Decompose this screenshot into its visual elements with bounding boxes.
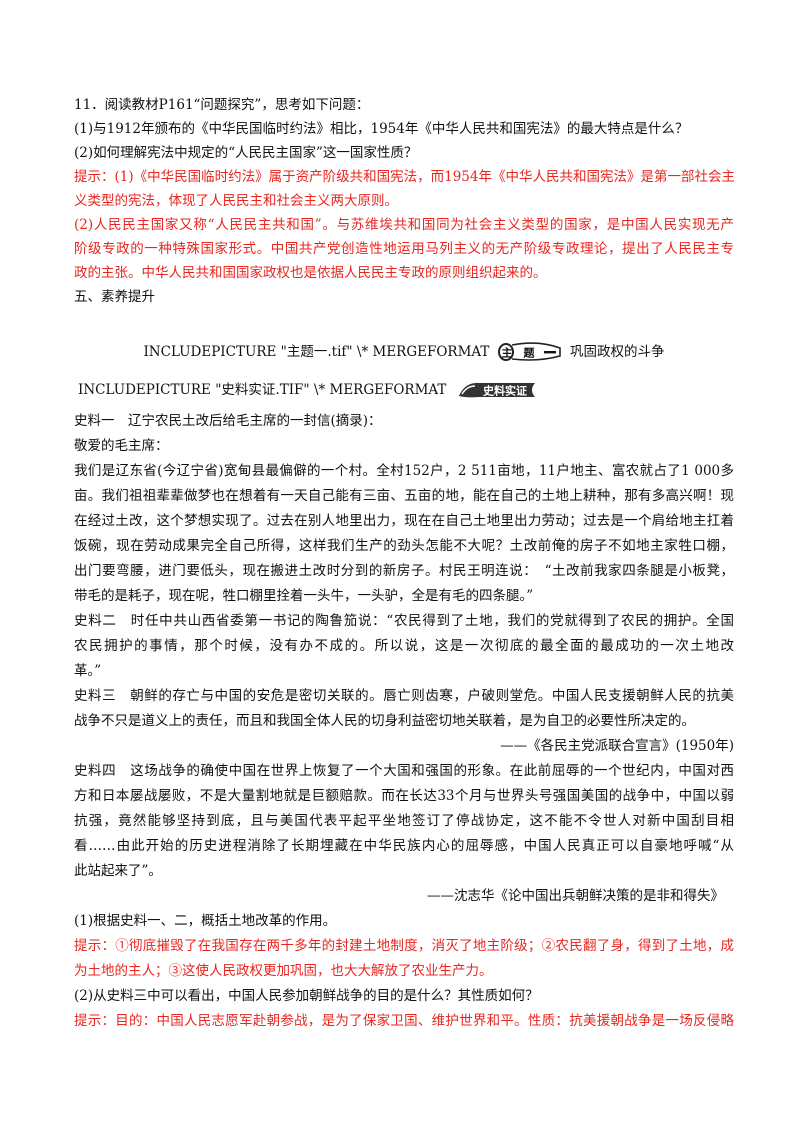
question-11-title: 11．阅读教材P161“问题探究”，思考如下问题： — [74, 97, 370, 113]
material-3-source: ——《各民主党派联合宣言》(1950年) — [500, 738, 734, 754]
hint-land-reform-line: 为土地的主人；③这使人民政权更加巩固，也大大解放了农业生产力。 — [74, 963, 493, 979]
material-4-line: 史料四 这场战争的确使中国在世界上恢复了一个大国和强国的形象。在此前屈辱的一个世… — [74, 763, 734, 779]
hint-11-2-line: 阶级专政的一种特殊国家形式。中国共产党创造性地运用马列主义的无产阶级专政理论，提… — [74, 241, 734, 257]
hint-11-2-line: 政的主张。中华人民共和国国家政权也是依据人民民主专政的原则组织起来的。 — [74, 265, 547, 281]
material-2-line: 史料二 时任中共山西省委第一书记的陶鲁笳说：“农民得到了土地，我们的党就得到了农… — [74, 613, 734, 629]
section-heading: 五、素养提升 — [74, 289, 155, 305]
question-11-part-1: (1)与1912年颁布的《中华民国临时约法》相比，1954年《中华人民共和国宪法… — [74, 121, 689, 137]
theme-title: 巩固政权的斗争 — [570, 344, 665, 360]
question-korean-war: (2)从史料三中可以看出，中国人民参加朝鲜战争的目的是什么？其性质如何？ — [74, 988, 539, 1004]
material-2-line: 农民拥护的事情，那个时候，没有办不成的。所以说，这是一次彻底的最全面的最成功的一… — [74, 638, 734, 654]
material-3-line: 战争不只是道义上的责任，而且和我国全体人民的切身利益密切地关联着，是为自卫的必要… — [74, 713, 695, 729]
material-1-line: 我们是辽东省(今辽宁省)宽甸县最偏僻的一个村。全村152户，2 511亩地，11… — [74, 463, 734, 479]
hint-11-1-line: 提示：(1)《中华民国临时约法》属于资产阶级共和国宪法，而1954年《中华人民共… — [74, 169, 734, 185]
svg-text:题: 题 — [523, 346, 535, 359]
source-heading-line: INCLUDEPICTURE "史料实证.TIF" \* MERGEFORMAT… — [78, 378, 738, 402]
question-land-reform: (1)根据史料一、二，概括土地改革的作用。 — [74, 913, 337, 929]
hint-11-1-line: 义类型的宪法，体现了人民民主和社会主义两大原则。 — [74, 193, 398, 209]
material-1-line: 敬爱的毛主席： — [74, 438, 169, 454]
theme-badge-icon: 主 题 — [497, 341, 561, 361]
material-1-line: 在经过土改，这个梦想实现了。过去在别人地里出力，现在在自己土地里出力劳动；过去是… — [74, 513, 734, 529]
material-4-line: 此站起来了”。 — [74, 863, 162, 879]
material-2-line: 革。” — [74, 663, 102, 679]
material-1-line: 史料一 辽宁农民土改后给毛主席的一封信(摘录)： — [74, 413, 382, 429]
hint-land-reform-line: 提示：①彻底摧毁了在我国存在两千多年的封建土地制度，消灭了地主阶级；②农民翻了身… — [74, 938, 734, 954]
source-badge-icon: 史料实证 — [458, 382, 535, 397]
material-1-line: 带毛的是耗子，现在呢，牲口棚里拴着一头牛，一头驴，全是有毛的四条腿。” — [74, 588, 534, 604]
source-badge-label: 史料实证 — [483, 383, 527, 397]
hint-11-2-line: (2)人民民主国家又称“人民民主共和国”。与苏维埃共和国同为社会主义类型的国家，… — [74, 217, 734, 233]
material-4-line: 看……由此开始的历史进程消除了长期埋藏在中华民族内心的屈辱感，中国人民真正可以自… — [74, 838, 734, 854]
material-1-line: 亩。我们祖祖辈辈做梦也在想着有一天自己能有三亩、五亩的地，能在自己的土地上耕种，… — [74, 488, 734, 504]
hint-korean-war-line: 提示：目的：中国人民志愿军赴朝参战，是为了保家卫国、维护世界和平。性质：抗美援朝… — [74, 1013, 734, 1029]
theme-heading-line: INCLUDEPICTURE "主题一.tif" \* MERGEFORMAT … — [74, 340, 734, 364]
question-11-part-2: (2)如何理解宪法中规定的“人民民主国家”这一国家性质？ — [74, 145, 418, 161]
material-1-line: 出门要弯腰，进门要低头，现在搬进土改时分到的新房子。村民王明连说： “土改前我家… — [74, 563, 734, 579]
material-1-line: 饭碗，现在劳动成果完全自己所得，这样我们生产的劲头怎能不大呢？土改前俺的房子不如… — [74, 538, 734, 554]
source-field-code: INCLUDEPICTURE "史料实证.TIF" \* MERGEFORMAT — [78, 382, 447, 398]
svg-text:主: 主 — [501, 345, 512, 359]
material-4-line: 抗强，竟然能够坚持到底，且与美国代表平起平坐地签订了停战协定，这不能不令世人对新… — [74, 813, 734, 829]
material-4-source: ——沈志华《论中国出兵朝鲜决策的是非和得失》 — [427, 888, 724, 904]
material-3-line: 史料三 朝鲜的存亡与中国的安危是密切关联的。唇亡则齿寒，户破则堂危。中国人民支援… — [74, 688, 734, 704]
material-4-line: 方和日本屡战屡败，不是大量割地就是巨额赔款。而在长达33个月与世界头号强国美国的… — [74, 788, 734, 804]
theme-field-code: INCLUDEPICTURE "主题一.tif" \* MERGEFORMAT — [143, 344, 490, 360]
